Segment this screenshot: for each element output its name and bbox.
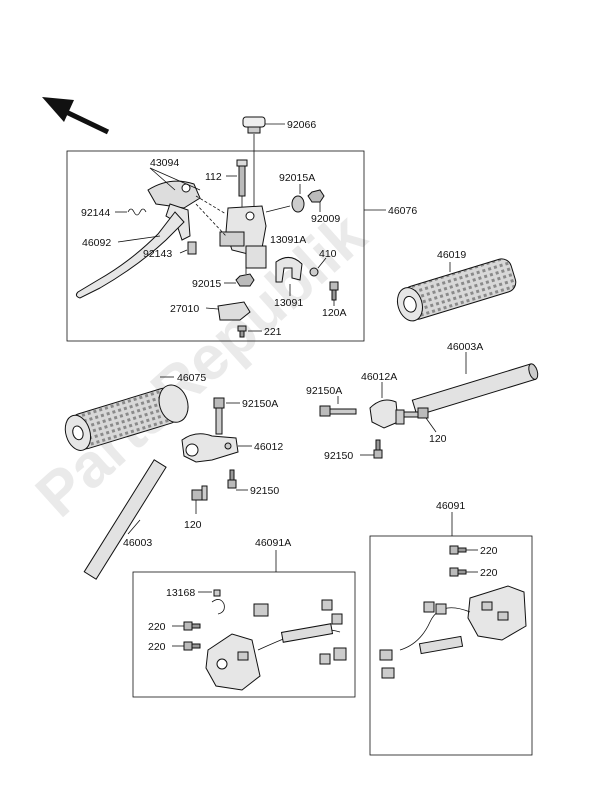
label-220-right-top: 220 (480, 545, 498, 557)
screw-220-right-bottom (449, 567, 467, 577)
label-92150-right: 92150 (324, 450, 353, 462)
label-92009: 92009 (311, 213, 340, 225)
label-46019: 46019 (437, 249, 466, 261)
housing-46012A (369, 399, 405, 429)
label-46092: 46092 (82, 237, 111, 249)
master-cylinder-body (219, 205, 267, 269)
label-13168: 13168 (166, 587, 195, 599)
label-220-right-bottom: 220 (480, 567, 498, 579)
nut-92009 (307, 189, 325, 203)
label-46075: 46075 (177, 372, 206, 384)
housing-46012 (181, 433, 239, 463)
screw-220-left-top (183, 621, 201, 631)
label-92150-left: 92150 (250, 485, 279, 497)
washer-410 (309, 267, 319, 277)
label-46091: 46091 (436, 500, 465, 512)
label-410: 410 (319, 248, 337, 260)
spring-92144 (127, 208, 147, 216)
grip-46075 (64, 384, 189, 451)
label-120-left: 120 (184, 519, 202, 531)
nut-92015 (235, 273, 255, 287)
label-46012A: 46012A (361, 371, 397, 383)
label-43094: 43094 (150, 157, 179, 169)
label-92150A-left: 92150A (242, 398, 278, 410)
screw-92150-right (373, 439, 383, 459)
left-switch-housing-46091A (205, 599, 347, 691)
bracket-43094 (147, 180, 201, 241)
label-92015: 92015 (192, 278, 221, 290)
label-46076: 46076 (388, 205, 417, 217)
label-120-right: 120 (429, 433, 447, 445)
cap-92066 (242, 116, 266, 134)
left-switch-group-box (132, 571, 356, 698)
label-112: 112 (205, 171, 222, 183)
clamp-13091 (275, 257, 303, 283)
label-46012: 46012 (254, 441, 283, 453)
screw-220-left-bottom (183, 641, 201, 651)
bolt-120-right (403, 407, 429, 419)
wire-clip-13168 (211, 589, 225, 615)
label-120A: 120A (322, 307, 347, 319)
throttle-tube-46003A (411, 363, 539, 417)
bolt-112 (236, 159, 248, 197)
screw-221 (237, 325, 247, 338)
label-92015A: 92015A (279, 172, 315, 184)
handlebar-tube-46003 (83, 459, 167, 580)
label-46003A: 46003A (447, 341, 483, 353)
screw-92150A-right (319, 405, 357, 417)
bolt-120-left (191, 485, 208, 501)
pin-92143 (187, 241, 197, 255)
screw-92150-left (227, 469, 237, 489)
grip-46019 (396, 258, 517, 322)
label-221: 221 (264, 326, 282, 338)
label-46003: 46003 (123, 537, 152, 549)
label-92066: 92066 (287, 119, 316, 131)
direction-arrow-icon (42, 97, 110, 135)
brake-switch-27010 (217, 301, 251, 321)
label-92150A-right: 92150A (306, 385, 342, 397)
screw-220-right-top (449, 545, 467, 555)
brake-lever-46092 (75, 211, 185, 299)
label-46091A: 46091A (255, 537, 291, 549)
label-220-left-bottom: 220 (148, 641, 166, 653)
label-92144: 92144 (81, 207, 110, 219)
master-cylinder-group-box (66, 150, 365, 342)
label-13091: 13091 (274, 297, 303, 309)
label-220-left-top: 220 (148, 621, 166, 633)
label-27010: 27010 (170, 303, 199, 315)
right-switch-group-box (369, 535, 533, 756)
screw-92150A-left (213, 397, 225, 435)
label-13091A: 13091A (270, 234, 306, 246)
washer-92015A (291, 195, 305, 213)
label-92143: 92143 (143, 248, 172, 260)
right-switch-housing-46091 (379, 585, 527, 679)
